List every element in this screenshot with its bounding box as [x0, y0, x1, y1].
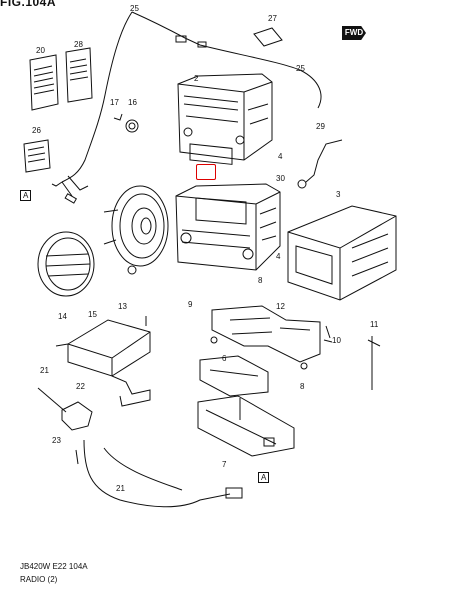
ref-30[interactable]: 30: [276, 174, 285, 183]
ref-25[interactable]: 25: [130, 4, 139, 13]
antenna-base-22: [61, 401, 93, 431]
mount-bracket-6: [199, 355, 269, 397]
ref-9[interactable]: 9: [188, 300, 193, 309]
figure-code: JB420W E22 104A: [20, 562, 88, 571]
ref-13[interactable]: 13: [118, 302, 127, 311]
callout-a-bottom[interactable]: A: [258, 472, 270, 483]
speaker-grille-14: [37, 231, 95, 297]
booklet-28: [65, 47, 93, 103]
speaker-assembly: [103, 185, 169, 275]
forward-arrow-icon: FWD: [342, 26, 366, 40]
ref-14[interactable]: 14: [58, 312, 67, 321]
knob-16: [125, 119, 139, 133]
ref-11[interactable]: 11: [370, 320, 379, 329]
ref-27[interactable]: 27: [268, 14, 277, 23]
ref-26[interactable]: 26: [32, 126, 41, 135]
ref-6[interactable]: 6: [222, 354, 227, 363]
ref-2[interactable]: 2: [194, 74, 199, 83]
ref-21b[interactable]: 21: [116, 484, 125, 493]
ref-22[interactable]: 22: [76, 382, 85, 391]
ref-23[interactable]: 23: [52, 436, 61, 445]
ref-21a[interactable]: 21: [40, 366, 49, 375]
booklet-20: [29, 54, 59, 111]
booklet-26: [23, 139, 51, 173]
highlight-marker[interactable]: [196, 164, 216, 180]
ref-7[interactable]: 7: [222, 460, 227, 469]
ref-20[interactable]: 20: [36, 46, 45, 55]
ref-8[interactable]: 8: [258, 276, 263, 285]
screw-10: [323, 325, 333, 343]
ref-16[interactable]: 16: [128, 98, 137, 107]
cable-connector: [175, 35, 187, 43]
ref-4b[interactable]: 4: [276, 252, 281, 261]
antenna-cable-25-branch: [131, 11, 322, 109]
cable-29: [305, 139, 343, 183]
ref-25b[interactable]: 25: [296, 64, 305, 73]
tray-7: [197, 395, 295, 457]
figure-subtitle: RADIO (2): [20, 575, 58, 584]
pad-27: [253, 27, 283, 47]
rod-11: [367, 336, 381, 390]
ref-4[interactable]: 4: [278, 152, 283, 161]
radio-unit-5: [175, 183, 281, 271]
ref-17[interactable]: 17: [110, 98, 119, 107]
ref-12[interactable]: 12: [276, 302, 285, 311]
ref-10[interactable]: 10: [332, 336, 341, 345]
ref-28[interactable]: 28: [74, 40, 83, 49]
figure-title: FIG.104A: [0, 0, 57, 9]
cable-connector-2: [197, 41, 207, 48]
ref-15[interactable]: 15: [88, 310, 97, 319]
cable-21: [83, 439, 231, 508]
callout-a-top[interactable]: A: [20, 190, 32, 201]
antenna-cable-25: [61, 11, 133, 183]
ref-29[interactable]: 29: [316, 122, 325, 131]
screw-17: [113, 113, 123, 121]
ref-8b[interactable]: 8: [300, 382, 305, 391]
antenna-clip: [64, 193, 78, 204]
bracket-9-12: [210, 305, 321, 370]
radio-unit-2: [177, 73, 273, 165]
ref-3a[interactable]: 3: [336, 190, 341, 199]
display-unit-3: [287, 205, 397, 301]
amplifier-15: [55, 316, 151, 407]
